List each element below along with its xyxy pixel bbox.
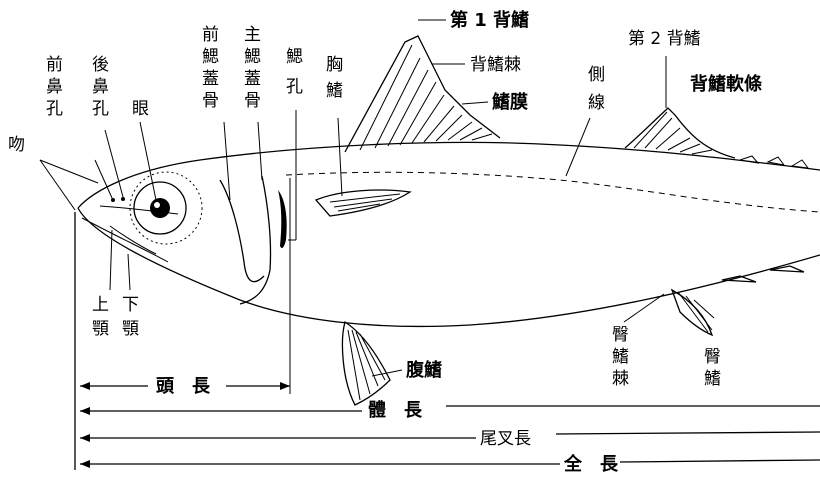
pectoral-fin: [314, 189, 412, 217]
label-anal-fin: 臀 鰭: [704, 347, 726, 389]
label-gill-opening: 鰓 孔: [286, 47, 308, 97]
label-upper-jaw: 上 顎: [92, 295, 114, 339]
label-lateral-line: 側 線: [588, 65, 610, 113]
label-front-nostril: 前 鼻 孔: [46, 55, 68, 119]
label-opercle: 主 鰓 蓋 骨: [244, 25, 266, 111]
front-nostril-dot: [111, 198, 115, 202]
label-total-length: 全 長: [563, 453, 619, 475]
label-anal-spine: 臀 鰭 棘: [612, 325, 634, 389]
eye-icon: [129, 171, 203, 245]
fish-body: [77, 141, 820, 328]
pelvic-fin: [341, 320, 391, 406]
label-first-dorsal-fin: 第 1 背鰭: [450, 9, 529, 31]
label-fork-length: 尾叉長: [480, 429, 531, 449]
measurement-lines: [74, 178, 820, 470]
leader-lines: [39, 19, 667, 377]
second-dorsal-fin: [624, 107, 810, 169]
label-snout: 吻: [8, 135, 25, 155]
label-lower-jaw: 下 顎: [122, 295, 144, 339]
label-dorsal-spine: 背鰭棘: [470, 55, 521, 75]
first-dorsal-fin: [344, 35, 501, 153]
label-pelvic-fin: 腹鰭: [406, 359, 442, 381]
label-body-length: 體 長: [368, 400, 423, 421]
label-second-dorsal-fin: 第 2 背鰭: [628, 29, 701, 49]
label-pectoral-fin: 胸 鰭: [326, 55, 348, 101]
label-fin-membrane: 鰭膜: [492, 91, 528, 113]
label-rear-nostril: 後 鼻 孔: [92, 55, 114, 119]
rear-nostril-dot: [121, 197, 125, 201]
label-preopercle: 前 鰓 蓋 骨: [202, 25, 224, 111]
gill-cover: [219, 175, 287, 305]
label-dorsal-soft-rays: 背鰭軟條: [690, 73, 763, 95]
anal-fin: [670, 265, 805, 337]
label-head-length: 頭 長: [156, 376, 211, 397]
label-eye: 眼: [132, 99, 149, 119]
